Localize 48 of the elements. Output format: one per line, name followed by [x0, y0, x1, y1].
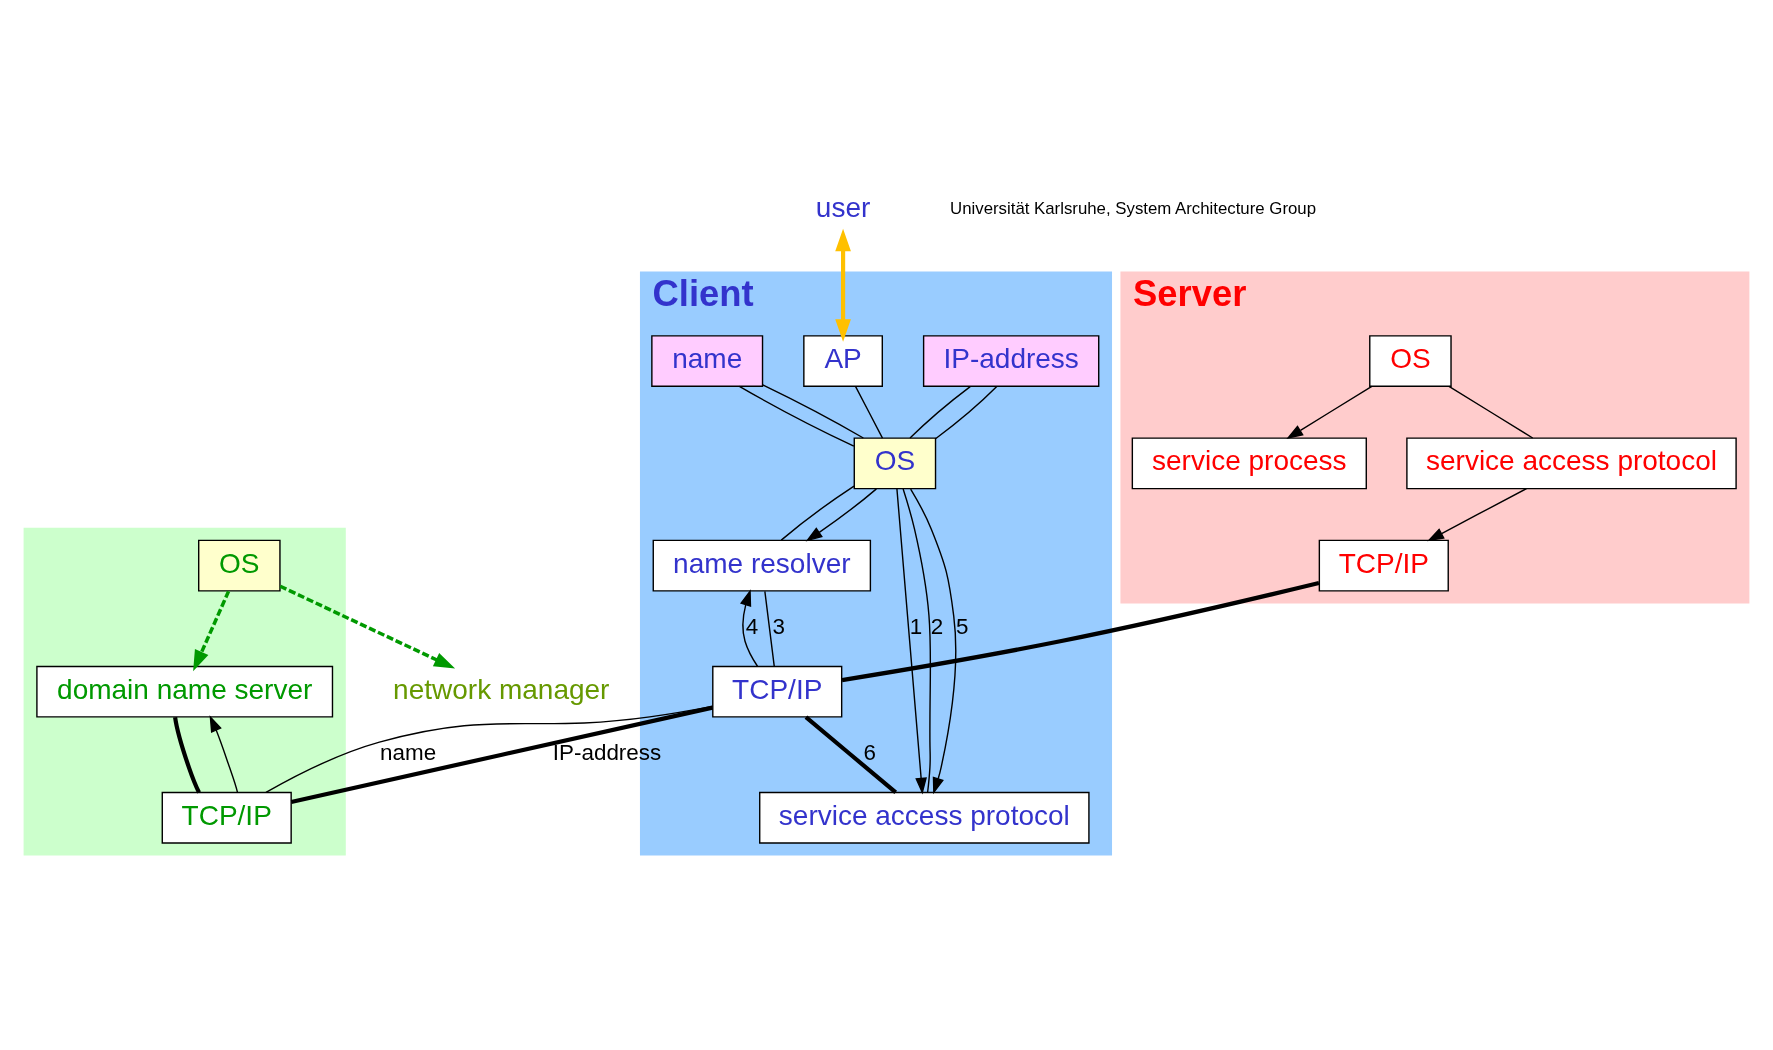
- node-box: name: [651, 335, 764, 387]
- arrow: [279, 584, 456, 669]
- edge-label: 6: [863, 740, 876, 766]
- connector: [780, 485, 855, 541]
- connector: [804, 715, 898, 794]
- connector: [738, 385, 855, 447]
- arrow: [835, 228, 851, 342]
- connector: [902, 488, 932, 794]
- node-box: OS: [853, 437, 937, 490]
- node-box: name resolver: [652, 539, 872, 592]
- node-box: service access protocol: [1406, 437, 1737, 490]
- connector: [841, 580, 1320, 683]
- label: Universität Karlsruhe, System Architecture Group: [950, 199, 1317, 219]
- edge-label: 3: [772, 613, 785, 639]
- connector: [934, 385, 998, 440]
- arrow: [209, 715, 239, 794]
- arrow: [805, 488, 878, 542]
- arrow: [1286, 385, 1373, 440]
- node-box: domain name server: [36, 665, 334, 718]
- node-box: TCP/IP: [161, 791, 292, 844]
- node-box: service access protocol: [759, 791, 1090, 844]
- node-box: IP-address: [922, 335, 1100, 387]
- arrow: [193, 590, 231, 672]
- cluster: [23, 527, 346, 856]
- connector: [1448, 385, 1534, 439]
- edge-label: 1: [909, 613, 923, 639]
- arrow: [739, 589, 759, 667]
- arrow: [896, 488, 927, 795]
- edge-label: 2: [930, 613, 944, 639]
- node-box: AP: [803, 335, 883, 387]
- connector: [762, 384, 865, 439]
- node-box: OS: [198, 539, 281, 592]
- node-box: TCP/IP: [1318, 539, 1449, 592]
- connector: [764, 590, 775, 668]
- edge-label: 4: [745, 613, 759, 639]
- connector: [854, 385, 884, 439]
- node-text: network manager: [393, 673, 610, 705]
- node-box: OS: [1369, 335, 1452, 387]
- edge-label: name: [380, 740, 437, 766]
- node-text: user: [815, 191, 871, 223]
- edge-label: IP-address: [552, 740, 662, 766]
- node-box: TCP/IP: [712, 665, 843, 718]
- arrow: [1427, 487, 1528, 542]
- connector: [173, 716, 201, 794]
- edge-label: 5: [955, 613, 969, 639]
- connector: [909, 385, 971, 439]
- arrow: [909, 488, 957, 795]
- node-box: service process: [1131, 437, 1367, 490]
